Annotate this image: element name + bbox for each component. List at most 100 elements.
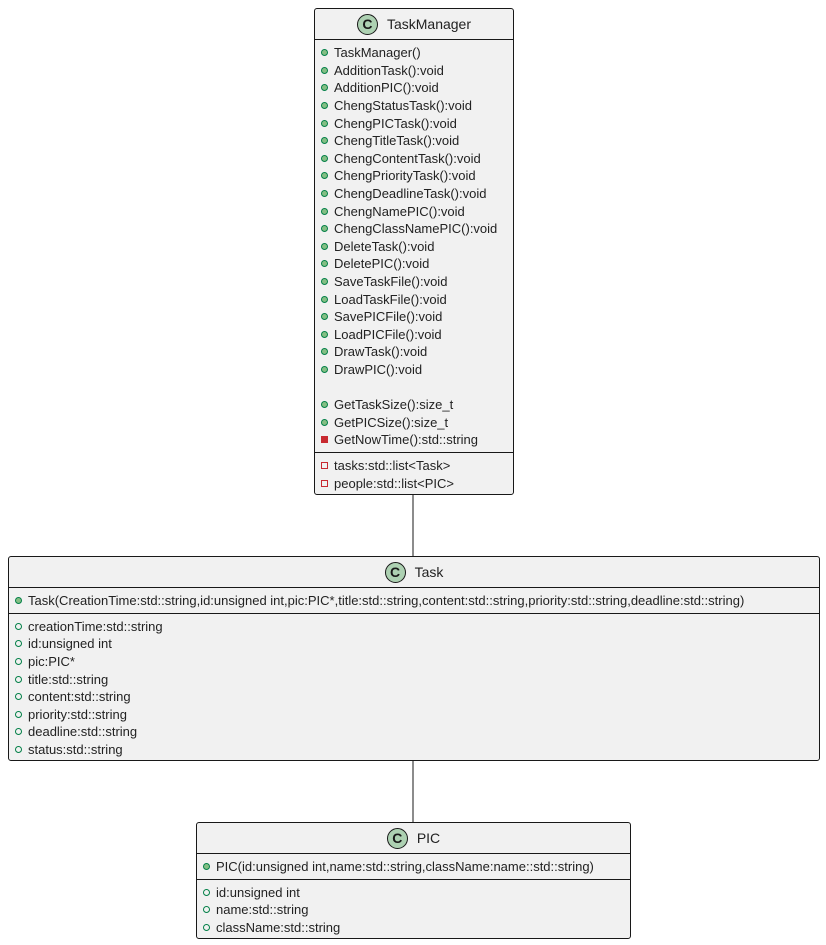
method-row: DeleteTask():void (315, 238, 513, 256)
method-text: ChengTitleTask():void (334, 133, 460, 149)
method-text: Task(CreationTime:std::string,id:unsigne… (28, 593, 745, 609)
public-visibility-icon (321, 401, 328, 409)
private-visibility-icon (321, 479, 328, 487)
method-row: ChengNamePIC():void (315, 202, 513, 220)
method-text: SaveTaskFile():void (334, 274, 448, 290)
public-visibility-icon (15, 693, 22, 701)
class-header: C TaskManager (315, 9, 513, 40)
public-visibility-icon (321, 84, 328, 92)
class-header: C PIC (197, 823, 630, 854)
public-visibility-icon (203, 863, 210, 871)
field-row: content:std::string (9, 688, 819, 706)
field-row: priority:std::string (9, 706, 819, 724)
public-visibility-icon (321, 190, 328, 198)
public-visibility-icon (321, 313, 328, 321)
field-text: name:std::string (216, 902, 309, 918)
public-visibility-icon (321, 102, 328, 110)
public-visibility-icon (15, 622, 22, 630)
public-visibility-icon (15, 746, 22, 754)
field-row: id:unsigned int (9, 635, 819, 653)
class-name: TaskManager (386, 16, 472, 32)
public-visibility-icon (321, 137, 328, 145)
public-visibility-icon (321, 295, 328, 303)
private-visibility-icon (321, 436, 328, 444)
public-visibility-icon (15, 597, 22, 605)
class-icon: C (384, 561, 406, 583)
method-row: SaveTaskFile():void (315, 273, 513, 291)
method-text: ChengPICTask():void (334, 115, 457, 131)
public-visibility-icon (15, 675, 22, 683)
method-row: DeletePIC():void (315, 255, 513, 273)
method-text: LoadTaskFile():void (334, 291, 447, 307)
public-visibility-icon (321, 348, 328, 356)
method-row: Task(CreationTime:std::string,id:unsigne… (9, 592, 819, 610)
method-row: DrawTask():void (315, 343, 513, 361)
method-text: DeletePIC():void (334, 256, 430, 272)
class-icon: C (356, 13, 378, 35)
methods-section: PIC(id:unsigned int,name:std::string,cla… (197, 854, 630, 879)
public-visibility-icon (321, 49, 328, 57)
method-text: ChengStatusTask():void (334, 98, 473, 114)
method-text: SavePICFile():void (334, 309, 443, 325)
method-row: TaskManager() (315, 44, 513, 62)
method-row: LoadPICFile():void (315, 326, 513, 344)
private-visibility-icon (321, 461, 328, 469)
method-text: ChengPriorityTask():void (334, 168, 476, 184)
field-text: id:unsigned int (28, 636, 112, 652)
field-row: tasks:std::list<Task> (315, 457, 513, 475)
class-taskmanager[interactable]: C TaskManager TaskManager()AdditionTask(… (314, 8, 514, 495)
method-row: GetNowTime():std::string (315, 431, 513, 449)
field-text: id:unsigned int (216, 884, 300, 900)
method-row: AdditionTask():void (315, 62, 513, 80)
field-text: className:std::string (216, 920, 341, 936)
method-text: GetTaskSize():size_t (334, 397, 454, 413)
method-row: SavePICFile():void (315, 308, 513, 326)
method-text: DrawPIC():void (334, 361, 423, 377)
method-text: LoadPICFile():void (334, 326, 442, 342)
method-row: ChengDeadlineTask():void (315, 185, 513, 203)
methods-section: Task(CreationTime:std::string,id:unsigne… (9, 588, 819, 613)
field-text: title:std::string (28, 671, 109, 687)
class-header: C Task (9, 557, 819, 588)
method-text: GetNowTime():std::string (334, 432, 478, 448)
field-text: content:std::string (28, 689, 131, 705)
field-row: className:std::string (197, 919, 630, 937)
public-visibility-icon (203, 924, 210, 932)
class-pic[interactable]: C PIC PIC(id:unsigned int,name:std::stri… (196, 822, 631, 939)
class-task[interactable]: C Task Task(CreationTime:std::string,id:… (8, 556, 820, 761)
public-visibility-icon (321, 207, 328, 215)
public-visibility-icon (15, 710, 22, 718)
method-text: GetPICSize():size_t (334, 414, 449, 430)
method-text: PIC(id:unsigned int,name:std::string,cla… (216, 859, 594, 875)
field-row: creationTime:std::string (9, 618, 819, 636)
public-visibility-icon (203, 906, 210, 914)
public-visibility-icon (15, 728, 22, 736)
method-row: DrawPIC():void (315, 361, 513, 379)
field-text: deadline:std::string (28, 724, 138, 740)
fields-section: tasks:std::list<Task>people:std::list<PI… (315, 451, 513, 495)
member-spacer (315, 378, 513, 396)
method-text: ChengContentTask():void (334, 150, 481, 166)
method-row: ChengStatusTask():void (315, 97, 513, 115)
class-icon: C (386, 827, 408, 849)
field-text: creationTime:std::string (28, 618, 163, 634)
method-row: LoadTaskFile():void (315, 290, 513, 308)
public-visibility-icon (15, 658, 22, 666)
public-visibility-icon (321, 172, 328, 180)
method-text: DeleteTask():void (334, 238, 435, 254)
class-name: PIC (416, 830, 441, 846)
method-text: AdditionTask():void (334, 62, 444, 78)
method-row: ChengTitleTask():void (315, 132, 513, 150)
field-row: name:std::string (197, 901, 630, 919)
method-text: ChengClassNamePIC():void (334, 221, 498, 237)
method-row: ChengPriorityTask():void (315, 167, 513, 185)
method-text: AdditionPIC():void (334, 80, 439, 96)
field-row: pic:PIC* (9, 653, 819, 671)
method-text: ChengNamePIC():void (334, 203, 465, 219)
field-text: people:std::list<PIC> (334, 475, 454, 491)
field-text: status:std::string (28, 742, 123, 758)
public-visibility-icon (321, 365, 328, 373)
